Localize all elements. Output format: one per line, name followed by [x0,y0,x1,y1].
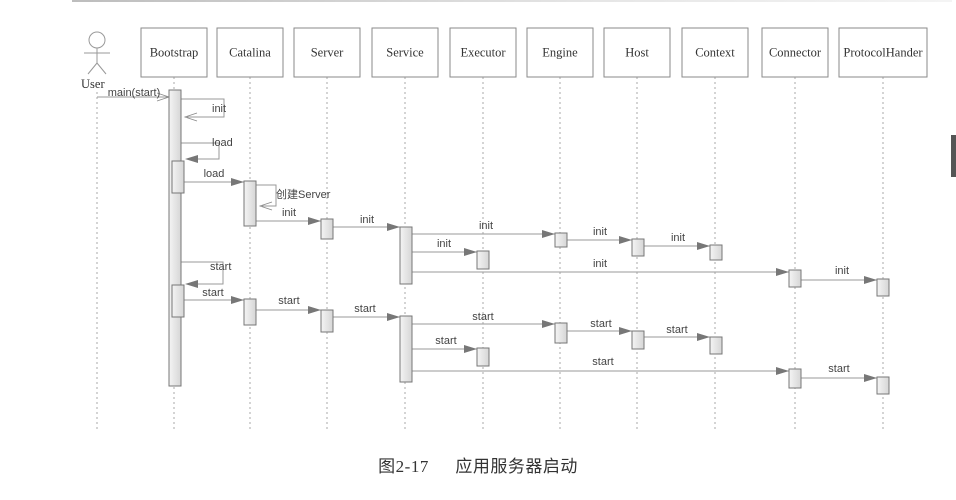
activation-protocolhandler [876,278,890,297]
message-label: init [671,232,685,244]
arrowhead-filled-icon [387,223,400,231]
actor-leg-right [96,62,107,75]
message-label: start [828,363,849,375]
activation-executor [476,250,490,270]
activation-connector [788,368,802,389]
message-label: init [835,265,849,277]
arrowhead-filled-icon [308,306,321,314]
object-label-server: Server [311,46,344,60]
message-label: init [593,226,607,238]
message-label: load [204,168,225,180]
message-label: init [282,207,296,219]
activation-connector [788,269,802,288]
arrowhead-filled-icon [542,230,555,238]
activation-context [709,336,723,355]
activation-service [399,226,413,285]
page-edge-mark [951,135,956,177]
object-box-server [293,27,361,78]
arrowhead-filled-icon [464,345,477,353]
message-label: main(start) [108,87,161,99]
object-label-context: Context [695,46,735,60]
arrowhead-filled-icon [464,248,477,256]
message-label: start [354,303,375,315]
figure-title: 应用服务器启动 [455,457,578,476]
message-label: load [212,137,233,149]
object-box-host [603,27,671,78]
figure-number: 图2-17 [378,457,429,476]
arrowhead-filled-icon [619,236,632,244]
arrowhead-filled-icon [776,268,789,276]
activation-engine [554,322,568,344]
message-label: start [210,261,231,273]
self-message-line [256,184,277,207]
arrowhead-filled-icon [185,280,198,288]
message-label: init [479,220,493,232]
self-message-line [181,261,224,285]
arrowhead-filled-icon [864,374,877,382]
message-label: start [590,318,611,330]
arrowhead-filled-icon [776,367,789,375]
message-label: start [592,356,613,368]
activation-server [320,218,334,240]
activation-host [631,330,645,350]
object-label-executor: Executor [460,46,506,60]
object-box-connector [761,27,829,78]
arrowhead-filled-icon [387,313,400,321]
actor-label: User [81,77,105,91]
arrowhead-filled-icon [697,242,710,250]
arrowhead-filled-icon [231,178,244,186]
arrowhead-filled-icon [864,276,877,284]
activation-host [631,238,645,257]
object-label-connector: Connector [769,46,822,60]
object-label-engine: Engine [542,46,578,60]
message-label: start [202,287,223,299]
object-label-service: Service [386,46,424,60]
activation-protocolhandler [876,376,890,395]
message-label: start [472,311,493,323]
self-message-line [181,142,220,160]
activation-catalina [243,298,257,326]
message-label: init [437,238,451,250]
actor-leg-left [87,62,98,75]
object-label-bootstrap: Bootstrap [150,46,199,60]
activation-service [399,315,413,383]
arrowhead-filled-icon [542,320,555,328]
message-label: start [278,295,299,307]
message-label: init [593,258,607,270]
activation-bootstrap [171,284,185,318]
page-top-rule [72,0,952,2]
object-label-host: Host [625,46,649,60]
object-box-engine [526,27,594,78]
arrowhead-open-icon [258,201,273,211]
actor-head-icon [88,31,106,49]
arrowhead-filled-icon [308,217,321,225]
activation-bootstrap [171,160,185,194]
message-label: init [212,103,226,115]
message-label: 创建Server [276,187,331,201]
arrowhead-filled-icon [697,333,710,341]
object-label-catalina: Catalina [229,46,271,60]
object-box-context [681,27,749,78]
activation-catalina [243,180,257,227]
message-label: start [435,335,456,347]
activation-server [320,309,334,333]
activation-context [709,244,723,261]
object-box-catalina [216,27,284,78]
activation-bootstrap [168,89,182,387]
message-label: init [360,214,374,226]
activation-executor [476,347,490,367]
arrowhead-filled-icon [231,296,244,304]
arrowhead-filled-icon [619,327,632,335]
self-message-line [181,98,225,118]
arrowhead-open-icon [183,112,198,122]
object-box-bootstrap [140,27,208,78]
message-label: start [666,324,687,336]
figure-caption: 图2-17 应用服务器启动 [0,452,956,477]
object-box-service [371,27,439,78]
object-label-protocolhandler: ProtocolHander [843,46,923,60]
object-box-executor [449,27,517,78]
activation-engine [554,232,568,248]
arrowhead-filled-icon [185,155,198,163]
object-box-protocolhandler [838,27,928,78]
